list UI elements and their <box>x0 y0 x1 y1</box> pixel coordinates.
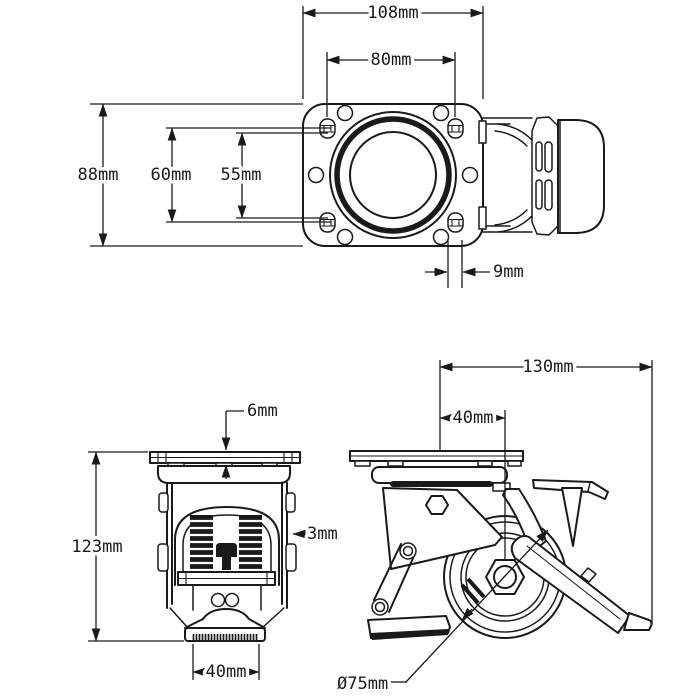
side-view: 130mm 40mm Ø75mm <box>334 354 653 698</box>
plate-nut <box>477 460 493 467</box>
center-adjust-bolt <box>216 543 237 570</box>
dim-side-overall-length: 130mm <box>439 354 653 623</box>
wheel-hub <box>485 559 525 595</box>
swivel-bearing-ring <box>329 111 457 239</box>
dim-front-wheel-width: 40mm <box>192 644 260 686</box>
pivot-pin <box>399 542 417 560</box>
brake-pedal-top <box>557 119 605 234</box>
front-view: 123mm 6mm 3mm 40mm <box>68 398 341 686</box>
dim-side-wheel-offset: 40mm <box>439 405 506 560</box>
slot-hole <box>447 212 464 233</box>
wheel-tread-hatch <box>192 634 258 641</box>
dim-label-overall-width: 108mm <box>367 3 418 23</box>
dim-front-overall-height: 123mm <box>68 451 184 642</box>
top-view-brake-housing <box>478 116 605 236</box>
dim-top-overall-depth: 88mm <box>74 103 303 247</box>
leveling-foot-pad <box>367 615 451 640</box>
dim-label-inner-spacing-depth: 55mm <box>221 165 262 185</box>
bearing-ball <box>224 592 240 608</box>
dim-top-bolt-spacing-depth: 60mm <box>147 127 331 223</box>
plate-nut <box>507 460 522 467</box>
leveling-springs <box>190 515 262 583</box>
dim-top-bolt-spacing-width: 80mm <box>326 47 456 117</box>
bolt-hole <box>307 166 325 184</box>
yoke-panel <box>531 116 559 236</box>
pedal-slot <box>544 141 553 173</box>
pivot-pin <box>371 598 389 616</box>
dim-label-wheel-width: 40mm <box>206 662 247 682</box>
dim-label-wheel-diameter: Ø75mm <box>337 674 388 694</box>
dim-label-bolt-spacing-width: 80mm <box>371 50 412 70</box>
bolt-hole <box>432 228 450 246</box>
bearing-ball <box>210 592 226 608</box>
front-wheel <box>184 608 266 642</box>
dim-top-overall-width: 108mm <box>302 0 484 99</box>
dim-top-slot-width: 9mm <box>425 240 527 288</box>
front-axle-assembly <box>177 571 276 611</box>
housing-tab <box>478 206 487 230</box>
brake-shoe <box>460 577 486 605</box>
fork-lug <box>285 543 297 572</box>
front-swivel-drum <box>157 465 291 484</box>
dim-label-wheel-offset: 40mm <box>453 408 494 428</box>
bolt-hole <box>336 228 354 246</box>
dim-top-inner-spacing-depth: 55mm <box>217 132 328 219</box>
pedal-slot <box>544 179 553 211</box>
dim-side-wheel-diameter: Ø75mm <box>334 529 549 698</box>
dim-label-overall-depth: 88mm <box>78 165 119 185</box>
pedal-support <box>561 487 583 547</box>
top-view: 108mm 80mm 88mm 60mm 55mm <box>74 0 605 288</box>
pedal-step <box>580 567 597 583</box>
dim-label-overall-height: 123mm <box>71 537 122 557</box>
fork-arch-inner <box>182 514 272 586</box>
plate-nut <box>387 460 404 467</box>
dim-label-bracket-thickness: 3mm <box>307 524 338 544</box>
side-swivel-drum <box>371 466 511 492</box>
bolt-hole <box>336 104 354 122</box>
bolt-hole <box>432 104 450 122</box>
bolt-holes <box>307 104 479 246</box>
dim-label-slot-width: 9mm <box>493 262 524 282</box>
brake-pedal-assembly <box>502 479 653 634</box>
housing-tab <box>478 120 487 144</box>
dim-front-bracket-thickness: 3mm <box>292 521 341 548</box>
pedal-slot <box>535 179 543 210</box>
linkage-pivots <box>371 542 417 616</box>
dim-front-plate-thickness: 6mm <box>221 398 281 479</box>
slot-hole <box>447 118 464 139</box>
plate-nut <box>354 460 371 467</box>
fork-lug <box>157 543 169 572</box>
side-top-plate <box>349 450 524 467</box>
dim-label-bolt-spacing-depth: 60mm <box>151 165 192 185</box>
swivel-bearing-band <box>390 481 493 487</box>
front-fork-body <box>157 482 297 629</box>
bolt-hole <box>461 166 479 184</box>
dim-label-plate-thickness: 6mm <box>247 401 278 421</box>
dim-label-overall-length: 130mm <box>522 357 573 377</box>
brake-pedal <box>510 535 631 634</box>
fork-arch-outer <box>174 506 280 586</box>
fork-lug <box>285 492 296 513</box>
pedal-tip <box>623 612 653 631</box>
pedal-slot <box>535 141 543 172</box>
fork-lug <box>158 492 169 513</box>
hex-bolt <box>425 495 449 515</box>
